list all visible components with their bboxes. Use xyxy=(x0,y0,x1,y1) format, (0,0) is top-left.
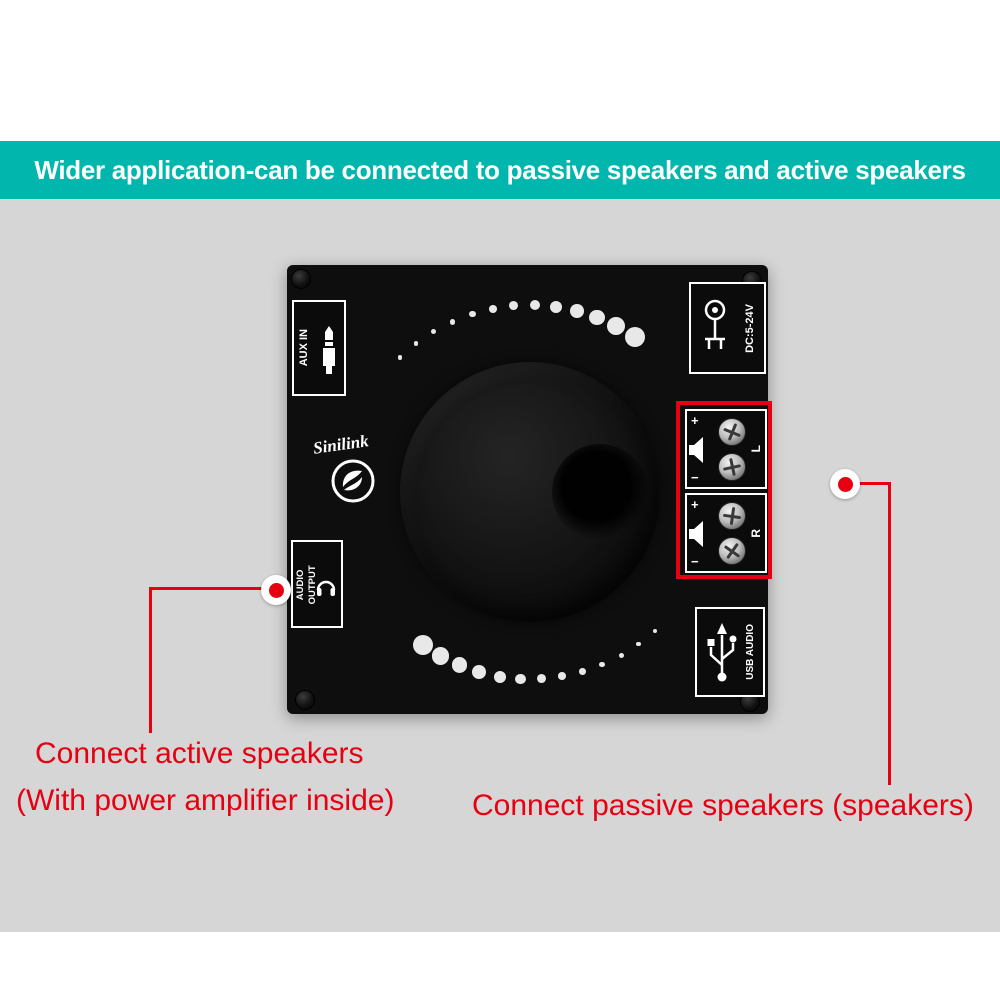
knob-dot xyxy=(493,670,506,683)
knob-dot xyxy=(624,326,645,347)
knob-dot xyxy=(412,635,433,656)
marker-dot-inner xyxy=(837,476,853,492)
sinilink-logo-icon xyxy=(331,459,375,503)
knob-dot xyxy=(515,673,526,684)
left-channel-label: L xyxy=(749,445,763,453)
knob-dot xyxy=(558,672,567,681)
marker-dot-inner xyxy=(268,582,284,598)
passive-speakers-note: Connect passive speakers (speakers) xyxy=(472,789,974,822)
knob-indicator-dimple xyxy=(552,444,648,540)
usb-icon xyxy=(707,623,737,682)
knob-dot xyxy=(589,309,605,326)
knob-dot xyxy=(599,661,606,668)
corner-screw-icon xyxy=(295,690,315,710)
active-annotation-line-horizontal xyxy=(149,587,263,590)
left-minus-label: − xyxy=(691,470,699,485)
speaker-terminal-highlight: + − L + − R xyxy=(676,401,772,579)
active-annotation-line-vertical xyxy=(149,587,152,733)
aux-in-label: AUX IN xyxy=(298,329,310,367)
brand-name: Sinilink xyxy=(311,431,370,458)
headphone-icon xyxy=(316,580,336,596)
dc-power-port: DC:5-24V xyxy=(689,282,766,374)
speaker-icon xyxy=(689,521,703,547)
passive-annotation-line-horizontal xyxy=(858,482,891,485)
passive-annotation-line-vertical xyxy=(888,482,891,785)
marker-dot-icon xyxy=(830,469,860,499)
knob-dot xyxy=(509,301,519,311)
knob-dot xyxy=(488,304,497,313)
dc-label-wrap: DC:5-24V xyxy=(744,284,756,372)
knob-dot xyxy=(529,299,541,311)
terminal-screw-icon xyxy=(718,537,746,565)
terminal-screw-icon xyxy=(718,453,746,481)
aux-in-port: AUX IN xyxy=(292,300,346,396)
knob-dot xyxy=(397,355,403,360)
knob-dot xyxy=(550,300,562,313)
right-minus-label: − xyxy=(691,554,699,569)
knob-dot xyxy=(607,317,626,335)
knob-dot xyxy=(579,668,586,675)
knob-dot xyxy=(468,310,476,318)
corner-screw-icon xyxy=(291,269,311,289)
right-channel-terminal: + − R xyxy=(685,493,767,573)
right-channel-wrap: R xyxy=(749,495,763,571)
knob-dot xyxy=(472,665,487,679)
left-plus-label: + xyxy=(691,413,699,428)
audio-output-port: AUDIO OUTPUT xyxy=(291,540,343,628)
dc-power-icon xyxy=(704,299,726,349)
aux-label-wrap: AUX IN xyxy=(298,302,310,394)
terminal-screw-icon xyxy=(718,418,746,446)
knob-dot xyxy=(536,674,546,684)
knob-dot xyxy=(618,652,624,658)
knob-dot xyxy=(569,304,584,318)
knob-dot xyxy=(413,341,419,346)
active-speakers-note-line2: (With power amplifier inside) xyxy=(16,784,395,817)
knob-dot xyxy=(431,647,450,666)
right-channel-label: R xyxy=(749,528,763,538)
marker-dot-icon xyxy=(261,575,291,605)
usb-audio-label: USB AUDIO xyxy=(745,624,756,680)
left-channel-wrap: L xyxy=(749,411,763,487)
headline-text: Wider application-can be connected to pa… xyxy=(34,154,966,185)
speaker-icon xyxy=(689,437,703,463)
knob-dot xyxy=(431,329,437,335)
left-channel-terminal: + − L xyxy=(685,409,767,489)
active-speakers-note-line1: Connect active speakers xyxy=(35,737,364,770)
headline-banner: Wider application-can be connected to pa… xyxy=(0,141,1000,199)
aux-jack-icon xyxy=(323,326,335,374)
knob-dot xyxy=(636,641,642,647)
amplifier-board: AUX IN DC:5-24V xyxy=(287,265,772,714)
right-plus-label: + xyxy=(691,497,699,512)
knob-dot xyxy=(449,318,456,325)
knob-dot xyxy=(652,628,658,634)
terminal-screw-icon xyxy=(718,502,746,530)
usb-audio-port: USB AUDIO xyxy=(695,607,765,697)
knob-dot xyxy=(451,657,468,673)
usb-label-wrap: USB AUDIO xyxy=(745,609,756,695)
dc-voltage-label: DC:5-24V xyxy=(744,303,756,353)
